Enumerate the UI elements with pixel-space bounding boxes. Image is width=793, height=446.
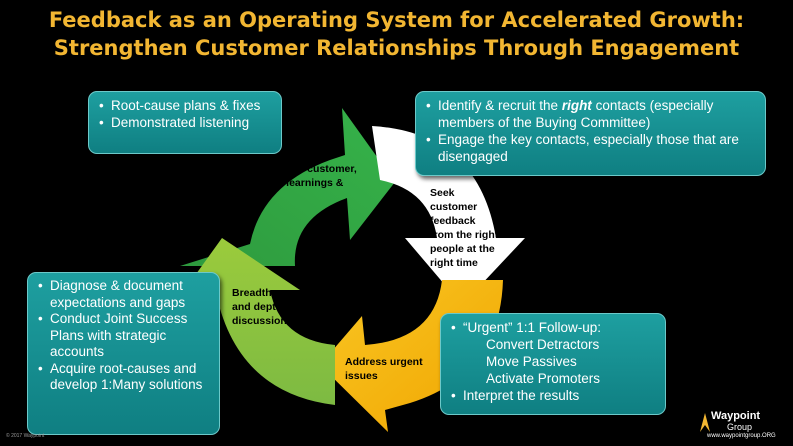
list-item: Convert Detractors [486, 337, 600, 352]
list-item: Acquire root-causes and develop 1:Many s… [38, 361, 209, 394]
waypoint-mark-icon [700, 413, 710, 432]
page-title: Feedback as an Operating System for Acce… [0, 6, 793, 62]
box-left: Diagnose & document expectations and gap… [27, 272, 220, 435]
arrow-top-left [180, 108, 395, 266]
logo-url: www.waypointgroup.ORG [707, 433, 776, 439]
title-line-2: Strengthen Customer Relationships Throug… [53, 36, 740, 60]
list-item: Root-cause plans & fixes [99, 97, 271, 114]
box-top-left: Root-cause plans & fixes Demonstrated li… [88, 91, 282, 154]
list-item: Demonstrated listening [99, 114, 271, 131]
list-item: Engage the key contacts, especially thos… [426, 131, 755, 165]
waypoint-logo: Waypoint Group www.waypointgroup.ORG [697, 408, 789, 442]
box-top-right: Identify & recruit the right contacts (e… [415, 91, 766, 176]
list-item: Activate Promoters [486, 371, 601, 386]
label-breadth-depth-discussions: Breadth and depth discussions [232, 287, 293, 327]
label-address-urgent-issues: Address urgent issues [345, 356, 423, 382]
label-seek-customer-feedback: Seek customer feedback from the right pe… [430, 187, 499, 269]
list-item: Identify & recruit the right contacts (e… [426, 97, 755, 131]
title-line-1: Feedback as an Operating System for Acce… [48, 8, 745, 32]
logo-name: Waypoint [711, 410, 761, 422]
list-item: “Urgent” 1:1 Follow-up: [451, 319, 655, 336]
logo-group: Group [727, 422, 753, 432]
label-feedback-to-customer: Feedback to customer, Broader learnings … [243, 163, 357, 203]
list-item: Conduct Joint Success Plans with strateg… [38, 311, 209, 361]
arrow-top-right [372, 126, 525, 305]
box-bottom-right: “Urgent” 1:1 Follow-up: Convert Detracto… [440, 313, 666, 415]
list-item: Diagnose & document expectations and gap… [38, 278, 209, 311]
copyright: © 2017 Waypoint [6, 433, 45, 439]
arrow-left [186, 238, 335, 405]
list-item: Interpret the results [451, 387, 655, 404]
list-item: Move Passives [486, 354, 577, 369]
